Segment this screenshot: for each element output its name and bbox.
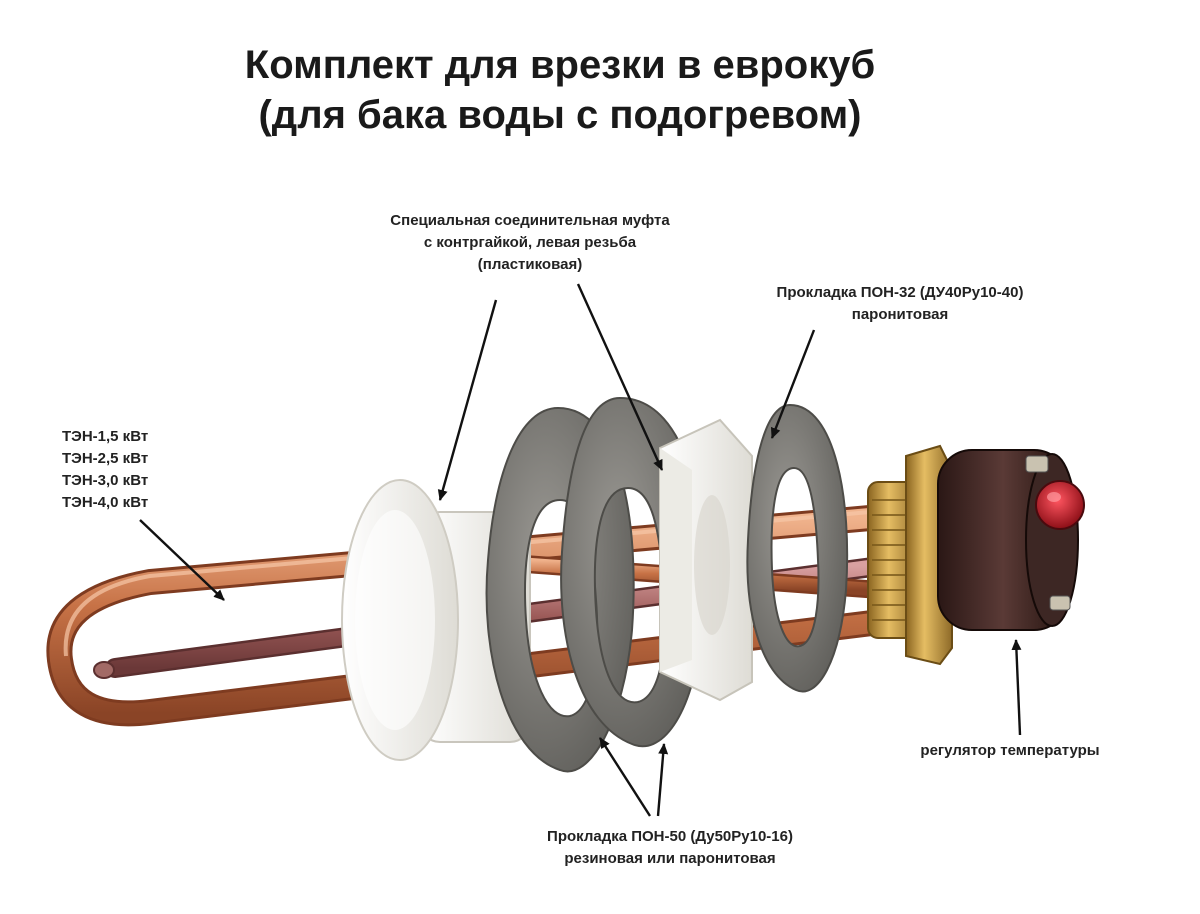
label-regulator-line-1: регулятор температуры (920, 742, 1100, 759)
label-coupling-line-1: Специальная соединительная муфта (390, 212, 670, 229)
label-regulator: регулятор температуры (890, 740, 1130, 762)
arrow-gasket50-2 (656, 743, 669, 817)
arrow-gasket50-1 (598, 737, 652, 817)
red-button-icon (1035, 480, 1085, 530)
label-gasket32-line-2: паронитовая (851, 306, 949, 323)
arrow-heater (139, 519, 225, 601)
arrow-locknut (576, 283, 664, 471)
title-line-2: (для бака воды с подогревом) (258, 93, 862, 137)
label-heater-line-2: ТЭН-2,5 кВт (62, 450, 149, 467)
label-coupling: Специальная соединительная муфта с контр… (350, 210, 710, 276)
label-coupling-line-2: с контргайкой, левая резьба (423, 234, 637, 251)
label-heater-line-1: ТЭН-1,5 кВт (62, 428, 149, 445)
plastic-locknut (659, 418, 753, 702)
arrow-regulator (1011, 639, 1022, 736)
label-gasket32-line-1: Прокладка ПОН-32 (ДУ40Ру10-40) (776, 284, 1024, 301)
label-gasket-pon50: Прокладка ПОН-50 (Ду50Ру10-16) резиновая… (500, 826, 840, 870)
page-title: Комплект для врезки в еврокуб (для бака … (0, 40, 1120, 140)
temperature-regulator (937, 449, 1085, 631)
gasket-pon32 (746, 403, 849, 693)
label-heater-line-3: ТЭН-3,0 кВт (62, 472, 149, 489)
label-gasket50-line-2: резиновая или паронитовая (564, 850, 776, 867)
label-coupling-line-3: (пластиковая) (477, 256, 583, 273)
callout-arrows (139, 283, 1022, 817)
label-gasket-pon32: Прокладка ПОН-32 (ДУ40Ру10-40) паронитов… (740, 282, 1060, 326)
label-gasket50-line-1: Прокладка ПОН-50 (Ду50Ру10-16) (547, 828, 793, 845)
arrow-coupling (437, 299, 498, 501)
label-heater: ТЭН-1,5 кВт ТЭН-2,5 кВт ТЭН-3,0 кВт ТЭН-… (62, 426, 202, 514)
label-heater-line-4: ТЭН-4,0 кВт (62, 494, 149, 511)
title-line-1: Комплект для врезки в еврокуб (244, 43, 876, 87)
arrow-gasket32 (770, 329, 816, 439)
